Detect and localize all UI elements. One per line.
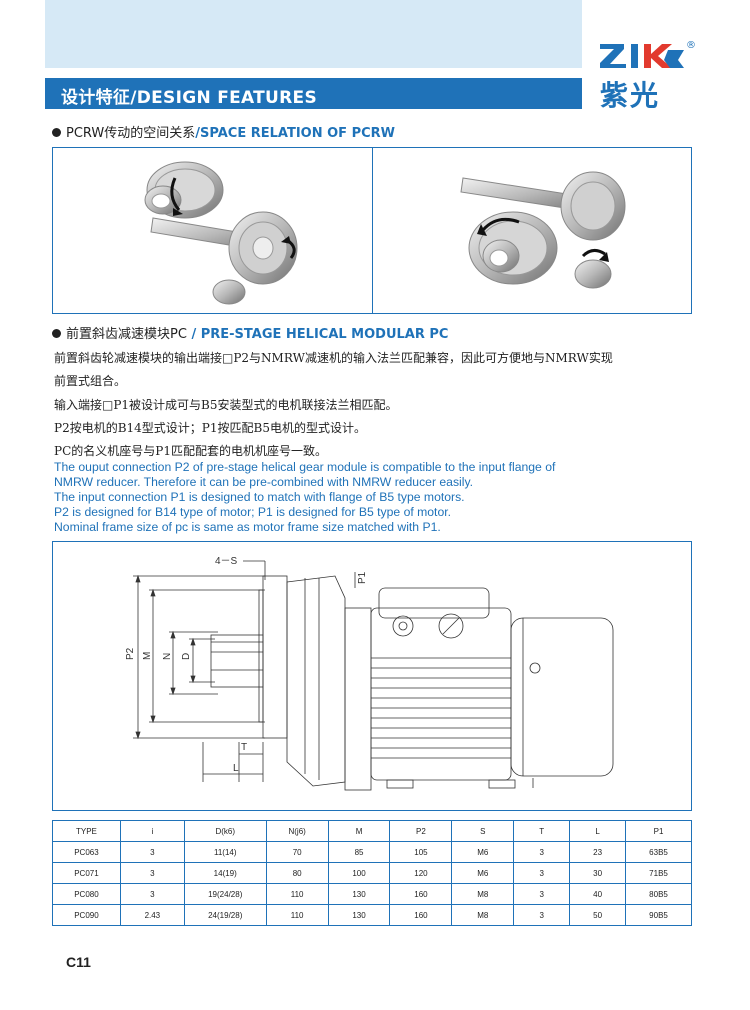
table-header-cell: M: [327, 820, 391, 842]
table-cell: 3: [513, 904, 571, 926]
table-row: PC080 3 19(24/28) 110 130 160 M8 3 40 80…: [52, 883, 692, 905]
gear-assembly-left-image: [144, 161, 298, 305]
table-cell: 105: [389, 841, 453, 863]
bullet-icon: [52, 329, 61, 338]
table-cell: 2.43: [119, 904, 185, 926]
table-header-cell: P2: [389, 820, 453, 842]
label-l: L: [233, 763, 239, 774]
table-cell: 110: [265, 904, 329, 926]
gear-assembly-right-image: [460, 171, 626, 289]
table-row: PC090 2.43 24(19/28) 110 130 160 M8 3 50…: [52, 904, 692, 926]
section-title-bar: 设计特征/DESIGN FEATURES: [45, 78, 582, 109]
table-cell: M8: [451, 883, 515, 905]
dimension-spec-table: TYPE i D(k6) N(j6) M P2 S T L P1 PC063 3…: [52, 820, 692, 926]
table-cell: 50: [569, 904, 627, 926]
table-cell: 14(19): [183, 862, 267, 884]
table-header-cell: L: [569, 820, 627, 842]
table-cell: PC071: [52, 862, 121, 884]
label-t: T: [241, 742, 247, 753]
table-row: PC063 3 11(14) 70 85 105 M6 3 23 63B5: [52, 841, 692, 863]
table-cell: 80B5: [625, 883, 692, 905]
table-cell: 130: [327, 883, 391, 905]
registered-mark: ®: [686, 40, 696, 51]
table-cell: 40: [569, 883, 627, 905]
table-cell: 3: [513, 841, 571, 863]
table-cell: 160: [389, 883, 453, 905]
table-cell: 3: [513, 862, 571, 884]
label-4s: 4－S: [215, 556, 238, 567]
table-header-cell: S: [451, 820, 515, 842]
label-m: M: [142, 652, 153, 660]
label-p2: P2: [125, 647, 136, 660]
table-cell: M8: [451, 904, 515, 926]
section1-title-en: /SPACE RELATION OF PCRW: [195, 126, 395, 141]
section1-title-cn: PCRW传动的空间关系: [66, 126, 196, 141]
cn-description-line: 前置式组合。: [54, 374, 127, 388]
page-number: C11: [66, 954, 91, 970]
table-cell: 120: [389, 862, 453, 884]
label-n: N: [162, 653, 173, 660]
table-row: PC071 3 14(19) 80 100 120 M6 3 30 71B5: [52, 862, 692, 884]
en-description-line: NMRW reducer. Therefore it can be pre-co…: [54, 475, 474, 489]
table-cell: 23: [569, 841, 627, 863]
cn-description-line: P2按电机的B14型式设计；P1按匹配B5电机的型式设计。: [54, 421, 366, 435]
table-cell: 3: [119, 883, 185, 905]
table-header-row: TYPE i D(k6) N(j6) M P2 S T L P1: [52, 820, 692, 842]
gear-illustration-panel: [52, 147, 692, 314]
section-heading-pre-stage: 前置斜齿减速模块PC / PRE-STAGE HELICAL MODULAR P…: [52, 323, 448, 342]
page-title: 设计特征/DESIGN FEATURES: [61, 88, 318, 108]
table-cell: M6: [451, 862, 515, 884]
label-p1: P1: [357, 571, 368, 584]
en-description-line: The ouput connection P2 of pre-stage hel…: [54, 460, 556, 474]
table-header-cell: i: [119, 820, 185, 842]
table-cell: 80: [265, 862, 329, 884]
table-cell: 110: [265, 883, 329, 905]
en-description-line: The input connection P1 is designed to m…: [54, 490, 465, 504]
table-cell: 11(14): [183, 841, 267, 863]
table-cell: M6: [451, 841, 515, 863]
table-header-cell: D(k6): [183, 820, 267, 842]
bullet-icon: [52, 128, 61, 137]
header-band: [45, 0, 582, 68]
table-header-cell: P1: [625, 820, 692, 842]
table-cell: 3: [119, 841, 185, 863]
en-description-line: P2 is designed for B14 type of motor; P1…: [54, 505, 451, 519]
table-cell: 85: [327, 841, 391, 863]
table-cell: 100: [327, 862, 391, 884]
table-cell: PC080: [52, 883, 121, 905]
table-cell: 63B5: [625, 841, 692, 863]
panel-divider: [372, 148, 373, 313]
table-cell: 30: [569, 862, 627, 884]
brand-logo: ® 紫光: [598, 40, 696, 112]
technical-drawing-panel: P2 M N D 4－S P1 T L: [52, 541, 692, 811]
cn-description-line: PC的名义机座号与P1匹配配套的电机机座号一致。: [54, 444, 327, 458]
table-cell: 3: [513, 883, 571, 905]
table-cell: PC090: [52, 904, 121, 926]
table-header-cell: T: [513, 820, 571, 842]
table-header-cell: N(j6): [265, 820, 329, 842]
logo-chinese-text: 紫光: [600, 79, 661, 112]
cn-description-line: 前置斜齿轮减速模块的输出端接□P2与NMRW减速机的输入法兰匹配兼容，因此可方便…: [54, 351, 613, 365]
table-cell: 130: [327, 904, 391, 926]
table-cell: 71B5: [625, 862, 692, 884]
table-cell: 3: [119, 862, 185, 884]
en-description-line: Nominal frame size of pc is same as moto…: [54, 520, 441, 534]
table-cell: 19(24/28): [183, 883, 267, 905]
table-cell: 24(19/28): [183, 904, 267, 926]
section-heading-space-relation: PCRW传动的空间关系/SPACE RELATION OF PCRW: [52, 122, 395, 141]
table-header-cell: TYPE: [52, 820, 121, 842]
motor-reducer-drawing: P2 M N D 4－S P1 T L: [125, 556, 614, 791]
table-cell: 70: [265, 841, 329, 863]
cn-description-line: 输入端接□P1被设计成可与B5安装型式的电机联接法兰相匹配。: [54, 398, 398, 412]
section2-title-en: / PRE-STAGE HELICAL MODULAR PC: [186, 327, 449, 342]
table-cell: 90B5: [625, 904, 692, 926]
label-d: D: [181, 653, 192, 660]
table-cell: PC063: [52, 841, 121, 863]
logo-mark-icon: [600, 44, 684, 68]
section2-title-cn: 前置斜齿减速模块PC: [66, 327, 187, 342]
table-cell: 160: [389, 904, 453, 926]
